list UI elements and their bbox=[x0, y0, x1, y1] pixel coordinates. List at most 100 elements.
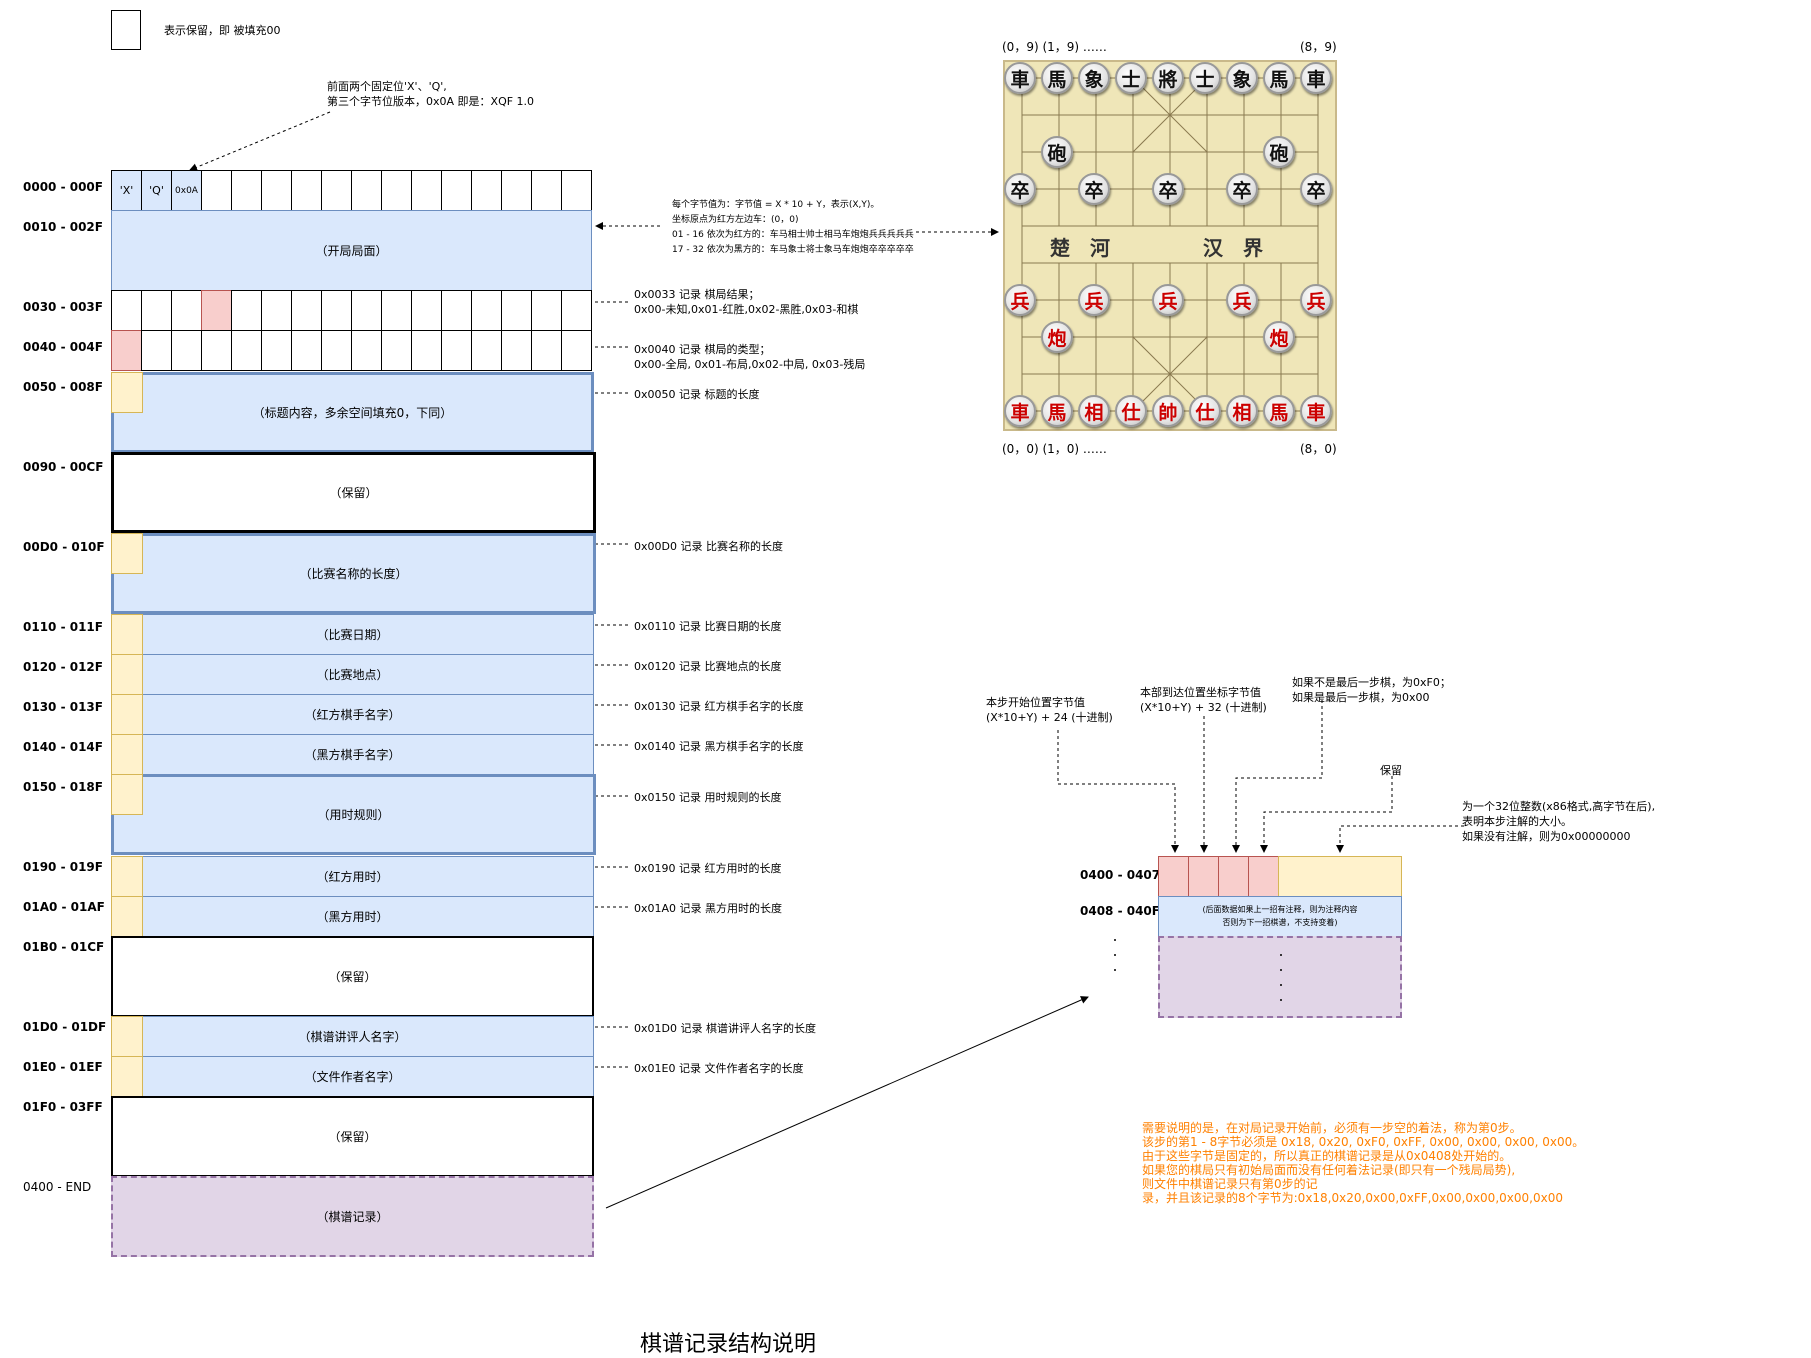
byte-cell bbox=[291, 330, 322, 371]
byte-cell bbox=[231, 290, 262, 331]
row-label-0090: 0090 - 00CF bbox=[23, 460, 104, 474]
piece-black-pawn: 卒 bbox=[1300, 173, 1332, 205]
length-byte-match-name bbox=[111, 533, 143, 574]
piece-red-chariot: 車 bbox=[1004, 395, 1036, 427]
byte-cell bbox=[561, 330, 592, 371]
piece-red-advisor: 仕 bbox=[1189, 395, 1221, 427]
move-row-label-2: 0408 - 040F bbox=[1080, 904, 1160, 918]
chess-board: 楚 河 汉 界 bbox=[1003, 60, 1337, 431]
row-label-00d0: 00D0 - 010F bbox=[23, 540, 105, 554]
byte-cell bbox=[501, 330, 532, 371]
move-byte-start bbox=[1158, 856, 1189, 897]
header-note-line1: 前面两个固定位'X'、'Q', bbox=[327, 80, 447, 93]
note-0033-line1: 0x0033 记录 棋局结果； bbox=[634, 288, 760, 301]
row-label-01a0: 01A0 - 01AF bbox=[23, 900, 105, 914]
row-label-01b0: 01B0 - 01CF bbox=[23, 940, 105, 954]
opening-note-line1: 每个字节值为：字节值 = X * 10 + Y，表示(X,Y)。 bbox=[672, 200, 880, 210]
row-label-0050: 0050 - 008F bbox=[23, 380, 103, 394]
byte-cell bbox=[231, 170, 262, 211]
row-label-0010: 0010 - 002F bbox=[23, 220, 103, 234]
block-reserved-1: （保留） bbox=[111, 452, 596, 533]
block-match-name: （比赛名称的长度） bbox=[111, 533, 596, 614]
block-red-name: （红方棋手名字） bbox=[111, 694, 594, 735]
note-0040-line2: 0x00-全局, 0x01-布局,0x02-中局, 0x03-残局 bbox=[634, 358, 866, 371]
block-reserved-3: （保留） bbox=[111, 1096, 594, 1177]
piece-black-cannon: 砲 bbox=[1263, 136, 1295, 168]
note-0040-line1: 0x0040 记录 棋局的类型； bbox=[634, 343, 771, 356]
row-label-0190: 0190 - 019F bbox=[23, 860, 103, 874]
note-0110: 0x0110 记录 比赛日期的长度 bbox=[634, 620, 782, 633]
explanation-line4: 如果您的棋局只有初始局面而没有任何着法记录(即只有一个残局局势), bbox=[1142, 1163, 1516, 1177]
note-0033-line2: 0x00-未知,0x01-红胜,0x02-黑胜,0x03-和棋 bbox=[634, 303, 859, 316]
byte-cell bbox=[561, 290, 592, 331]
board-coord-bottom-left: (0，0) (1，0) …… bbox=[1002, 442, 1107, 456]
piece-black-pawn: 卒 bbox=[1004, 173, 1036, 205]
river-right-text: 汉 界 bbox=[1203, 236, 1263, 260]
byte-cell bbox=[411, 330, 442, 371]
board-coord-top-right: (8，9) bbox=[1300, 40, 1337, 54]
piece-black-chariot: 車 bbox=[1004, 62, 1036, 94]
piece-black-advisor: 士 bbox=[1189, 62, 1221, 94]
block-match-date: （比赛日期） bbox=[111, 614, 594, 655]
move-next-block: (后面数据如果上一招有注释，则为注释内容 否则为下一招棋谱，不支持变着) bbox=[1158, 896, 1402, 937]
arrow-records bbox=[605, 996, 1089, 1209]
header-note-line2: 第三个字节位版本，0x0A 即是：XQF 1.0 bbox=[327, 95, 535, 108]
explanation-line6: 录，并且该记录的8个字节为:0x18,0x20,0x00,0xFF,0x00,0… bbox=[1142, 1191, 1563, 1205]
piece-black-elephant: 象 bbox=[1226, 62, 1258, 94]
explanation-line3: 由于这些字节是固定的，所以真正的棋谱记录是从0x0408处开始的。 bbox=[1142, 1149, 1512, 1163]
piece-red-chariot: 車 bbox=[1300, 395, 1332, 427]
byte-cell bbox=[411, 290, 442, 331]
byte-cell bbox=[201, 170, 232, 211]
river-left-text: 楚 河 bbox=[1050, 236, 1110, 260]
ann-len-line1: 为一个32位整数(x86格式,高字节在后), bbox=[1462, 800, 1656, 813]
arrow-reserved bbox=[1260, 776, 1393, 853]
note-00d0: 0x00D0 记录 比赛名称的长度 bbox=[634, 540, 783, 553]
piece-black-advisor: 士 bbox=[1115, 62, 1147, 94]
block-opening: （开局局面） bbox=[111, 210, 592, 291]
arrow-header bbox=[189, 111, 331, 172]
row-label-0120: 0120 - 012F bbox=[23, 660, 103, 674]
move-next-line1: (后面数据如果上一招有注释，则为注释内容 bbox=[1202, 905, 1358, 914]
note-0050: 0x0050 记录 标题的长度 bbox=[634, 388, 760, 401]
row-label-01e0: 01E0 - 01EF bbox=[23, 1060, 103, 1074]
ann-end-line1: 本部到达位置坐标字节值 bbox=[1140, 686, 1261, 699]
piece-red-pawn: 兵 bbox=[1226, 284, 1258, 316]
piece-red-elephant: 相 bbox=[1226, 395, 1258, 427]
byte-cell-x: 'X' bbox=[111, 170, 142, 211]
length-byte-black-name bbox=[111, 734, 143, 775]
length-byte-black-time bbox=[111, 896, 143, 937]
page-caption: 棋谱记录结构说明 bbox=[640, 1332, 817, 1357]
note-0150: 0x0150 记录 用时规则的长度 bbox=[634, 791, 782, 804]
piece-black-pawn: 卒 bbox=[1078, 173, 1110, 205]
opening-note-line3: 01 - 16 依次为红方的：车马相士帅士相马车炮炮兵兵兵兵兵 bbox=[672, 230, 914, 240]
ann-start-line1: 本步开始位置字节值 bbox=[986, 696, 1085, 709]
row-label-0140: 0140 - 014F bbox=[23, 740, 103, 754]
ann-reserved: 保留 bbox=[1380, 764, 1402, 777]
length-byte-commentator bbox=[111, 1016, 143, 1057]
row-label-0130: 0130 - 013F bbox=[23, 700, 103, 714]
piece-red-elephant: 相 bbox=[1078, 395, 1110, 427]
piece-red-general: 帥 bbox=[1152, 395, 1184, 427]
legend-box bbox=[111, 10, 141, 50]
explanation-line1: 需要说明的是，在对局记录开始前，必须有一步空的着法，称为第0步。 bbox=[1142, 1121, 1522, 1135]
piece-red-advisor: 仕 bbox=[1115, 395, 1147, 427]
byte-cell bbox=[441, 170, 472, 211]
piece-red-pawn: 兵 bbox=[1152, 284, 1184, 316]
row-label-0000: 0000 - 000F bbox=[23, 180, 103, 194]
row-label-0040: 0040 - 004F bbox=[23, 340, 103, 354]
row-label-0400: 0400 - END bbox=[23, 1180, 92, 1194]
explanation-line5: 则文件中棋谱记录只有第0步的记 bbox=[1142, 1177, 1318, 1191]
piece-red-horse: 馬 bbox=[1041, 395, 1073, 427]
note-0130: 0x0130 记录 红方棋手名字的长度 bbox=[634, 700, 804, 713]
row-label-0110: 0110 - 011F bbox=[23, 620, 103, 634]
piece-red-cannon: 炮 bbox=[1041, 321, 1073, 353]
piece-black-elephant: 象 bbox=[1078, 62, 1110, 94]
explanation-line2: 该步的第1 - 8字节必须是 0x18, 0x20, 0xF0, 0xFF, 0… bbox=[1142, 1135, 1585, 1149]
byte-cell bbox=[321, 170, 352, 211]
byte-cell bbox=[531, 290, 562, 331]
byte-cell bbox=[561, 170, 592, 211]
piece-black-pawn: 卒 bbox=[1152, 173, 1184, 205]
length-byte-red-time bbox=[111, 856, 143, 897]
block-reserved-2: （保留） bbox=[111, 936, 594, 1017]
